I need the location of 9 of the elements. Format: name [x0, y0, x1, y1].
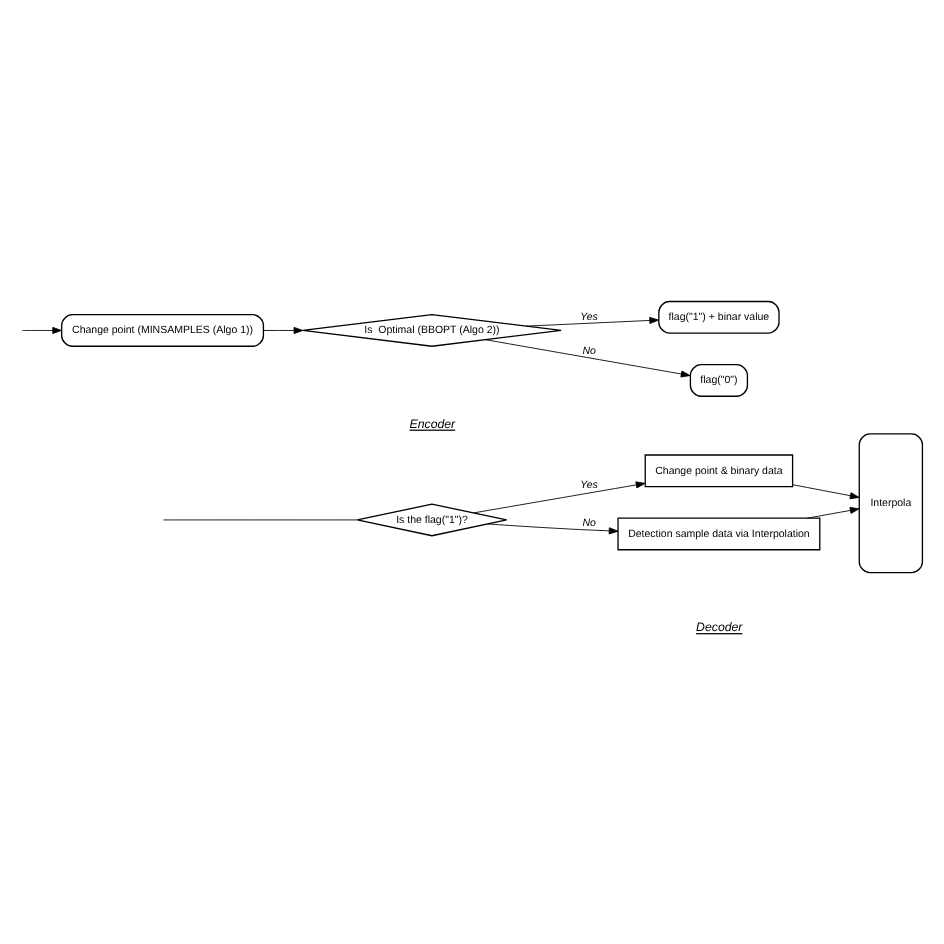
arrow [263, 325, 304, 333]
arrow [485, 338, 691, 377]
arrow [792, 483, 860, 499]
arrow [806, 505, 860, 518]
arrow [473, 480, 646, 513]
connector [163, 518, 358, 520]
arrow [487, 522, 619, 534]
arrow [525, 315, 659, 326]
arrow [21, 325, 62, 333]
